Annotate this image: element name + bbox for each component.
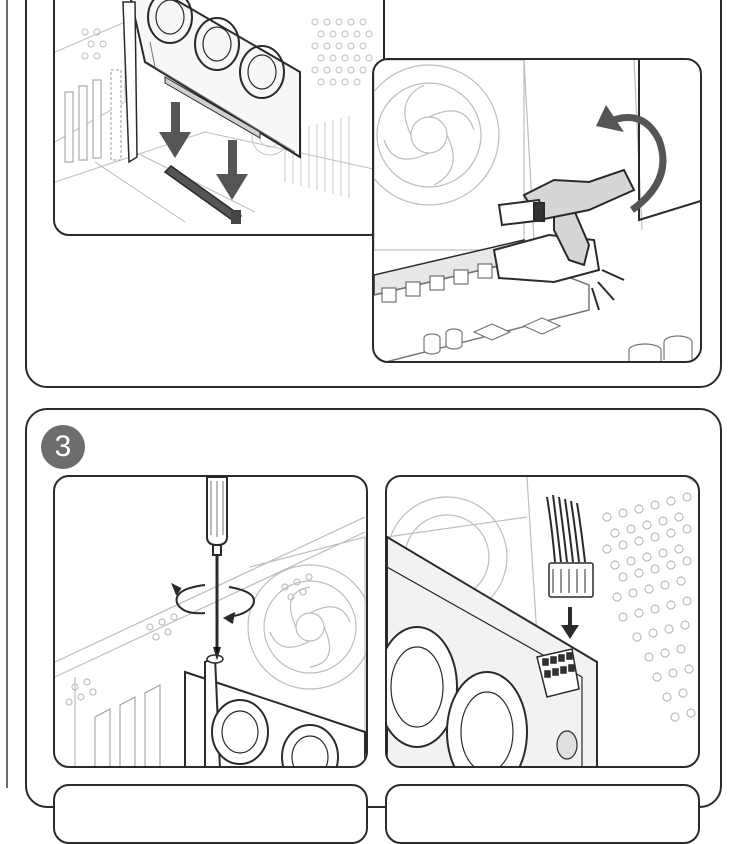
next-step-frame-right bbox=[385, 784, 700, 844]
step-number-badge: 3 bbox=[41, 425, 85, 469]
left-margin-rule bbox=[6, 0, 8, 788]
arrow-down-icon bbox=[159, 102, 191, 158]
gpu-install-illustration bbox=[53, 0, 385, 236]
pcie-latch-detail-illustration bbox=[372, 58, 702, 363]
power-connector-illustration bbox=[385, 475, 700, 768]
next-step-frame-left bbox=[53, 784, 368, 844]
arrow-down-icon bbox=[216, 140, 248, 200]
screwdriver-icon bbox=[207, 477, 227, 657]
screw-bracket-illustration bbox=[53, 475, 368, 768]
rotate-icon bbox=[173, 585, 254, 623]
arrow-down-icon bbox=[561, 607, 579, 639]
